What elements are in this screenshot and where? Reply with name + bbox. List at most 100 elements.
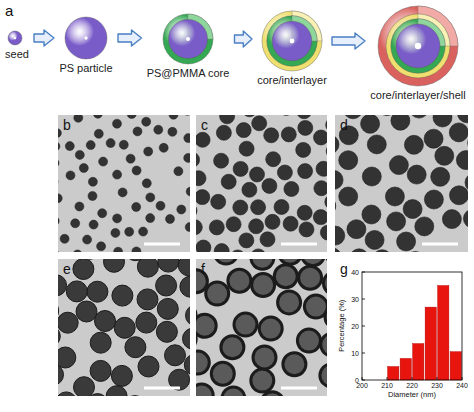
particle	[184, 134, 190, 143]
particle	[335, 135, 339, 154]
particle-sphere	[7, 30, 23, 46]
particle	[196, 152, 200, 167]
particle	[166, 215, 175, 224]
particle	[214, 153, 229, 168]
scale-bar	[144, 387, 180, 390]
particle	[250, 167, 265, 182]
particle	[211, 194, 226, 209]
particle	[196, 220, 202, 235]
particle	[196, 190, 210, 205]
sphere-layer	[391, 19, 445, 73]
particle	[335, 170, 343, 189]
particle	[87, 394, 108, 396]
process-arrow	[235, 31, 253, 47]
particle	[265, 214, 280, 229]
particle	[94, 129, 103, 138]
particle	[274, 265, 297, 288]
sphere-layer	[163, 14, 213, 64]
particle	[215, 259, 238, 264]
particle	[58, 129, 61, 138]
particle-stage: PS@PMMA core	[145, 14, 232, 81]
particle	[299, 222, 314, 237]
particle	[99, 157, 108, 166]
seed-core	[84, 36, 87, 39]
particle-stage: PS particle	[57, 17, 115, 76]
stage-label: PS particle	[59, 62, 112, 75]
particle	[142, 179, 151, 188]
particle	[314, 181, 327, 196]
particle	[58, 194, 62, 203]
particle	[302, 259, 325, 266]
particle	[435, 146, 454, 165]
particle	[98, 209, 107, 218]
seed-core	[415, 43, 421, 49]
particle	[335, 197, 336, 216]
particle	[74, 115, 83, 122]
particle	[266, 152, 281, 167]
particle	[234, 313, 257, 336]
particle	[196, 240, 211, 252]
particle	[252, 274, 275, 297]
particle	[242, 115, 257, 117]
sphere-layer	[396, 24, 440, 68]
particle	[196, 314, 216, 337]
tick-label: 230	[431, 382, 443, 389]
tem-particles	[196, 259, 327, 396]
particle	[281, 127, 296, 142]
particle	[106, 139, 115, 148]
axis-title: Percentage (%)	[338, 300, 346, 352]
particle	[279, 259, 302, 264]
particle	[314, 130, 328, 145]
panel-letter: c	[201, 118, 208, 132]
particle	[220, 115, 235, 124]
particle	[387, 212, 406, 231]
particle	[264, 128, 279, 143]
panel-letter: b	[63, 118, 71, 132]
particle	[326, 117, 327, 132]
particle	[233, 200, 248, 215]
particle	[316, 161, 327, 176]
particle	[424, 190, 443, 209]
particle	[196, 171, 206, 186]
particle	[183, 115, 190, 116]
particle	[449, 123, 468, 142]
particle	[325, 305, 327, 328]
particle	[157, 298, 178, 319]
particle	[76, 301, 97, 322]
particle	[132, 247, 141, 252]
particle	[365, 230, 384, 249]
particle	[86, 141, 95, 150]
particle	[196, 384, 213, 396]
particle	[249, 219, 264, 234]
particle	[186, 305, 191, 326]
particle	[404, 135, 423, 154]
particle	[58, 392, 77, 396]
particle	[58, 300, 59, 321]
particle	[325, 194, 327, 209]
particle	[274, 200, 289, 215]
particle	[74, 377, 95, 396]
particle	[373, 250, 392, 252]
particle	[132, 166, 141, 175]
particle	[262, 178, 277, 193]
tem-particles	[58, 259, 190, 396]
particle	[433, 115, 452, 127]
panel-letter: a	[5, 3, 13, 18]
sphere-layer	[65, 17, 107, 59]
particle	[389, 156, 408, 175]
particle	[58, 364, 64, 385]
stage-label: core/interlayer	[257, 74, 327, 87]
particle	[239, 141, 254, 156]
seed-core	[14, 37, 16, 39]
particle	[90, 332, 111, 353]
tem-background	[58, 259, 190, 396]
particle	[239, 233, 254, 248]
particle	[146, 193, 155, 202]
y-tick	[362, 326, 365, 327]
particle	[139, 227, 148, 236]
particle	[230, 250, 245, 252]
particle	[180, 276, 190, 297]
particle	[79, 259, 100, 260]
particle	[298, 120, 313, 135]
particle	[463, 209, 468, 228]
